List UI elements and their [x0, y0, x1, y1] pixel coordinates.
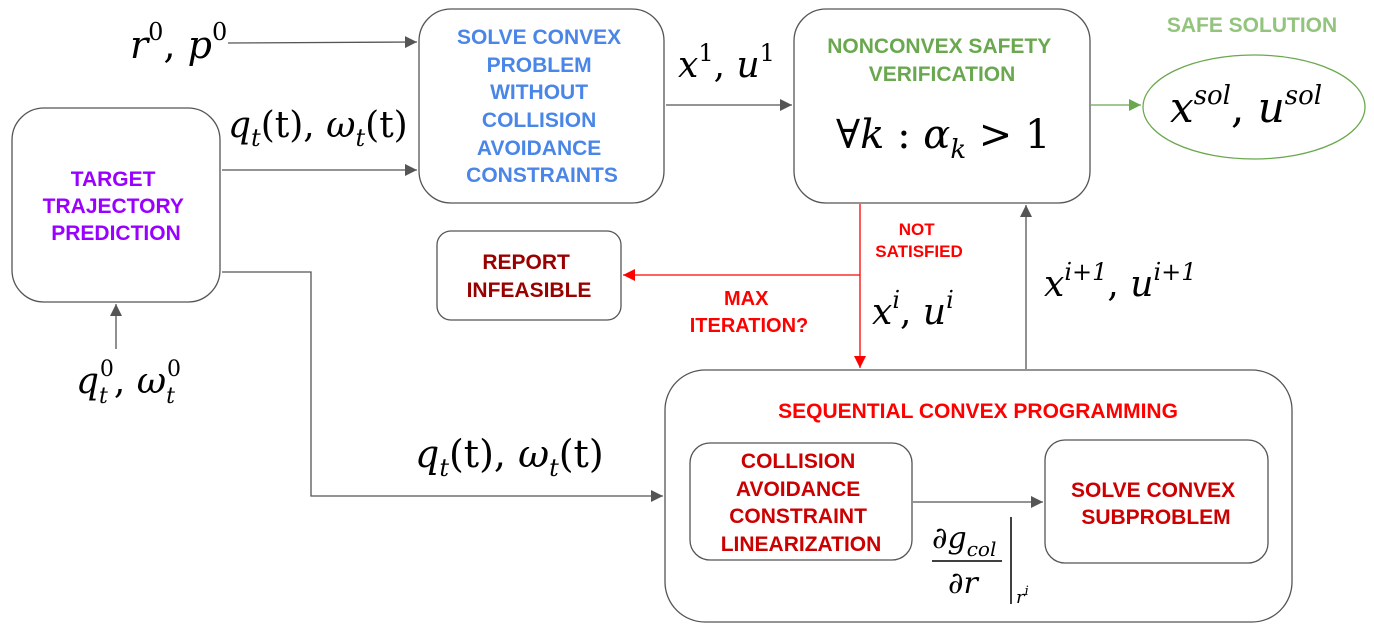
evaluation-point: ri — [1016, 584, 1029, 608]
safe-solution-title: SAFE SOLUTION — [1167, 14, 1337, 37]
forall-condition: ∀k : αk > 1 — [836, 112, 1050, 165]
report-infeasible-label: REPORT INFEASIBLE — [467, 251, 592, 302]
xi1-ui1-label: xi+1, ui+1 — [1044, 258, 1197, 305]
max-iteration-label: MAX ITERATION? — [690, 288, 809, 337]
q-omega-top-label: qt(t), ωt(t) — [228, 105, 408, 152]
report-infeasible-box — [436, 230, 622, 321]
nonconvex-label: NONCONVEX SAFETY VERIFICATION — [827, 35, 1057, 86]
q-omega-bottom-label: qt(t), ωt(t) — [415, 432, 604, 482]
linearization-box — [689, 442, 913, 561]
linearization-label: COLLISION AVOIDANCE CONSTRAINT LINEARIZA… — [721, 450, 882, 556]
x1-u1-label: x1, u1 — [678, 39, 775, 86]
partial-numerator: ∂gcol — [932, 521, 996, 561]
partial-denominator: ∂r — [948, 566, 980, 601]
q0-omega0-label: qt0, ωt0 — [76, 357, 181, 409]
not-satisfied-label: NOT SATISFIED — [875, 220, 963, 261]
target-box-label: TARGET TRAJECTORY PREDICTION — [43, 168, 190, 245]
nonconvex-verification-box — [793, 8, 1091, 204]
partial-derivative: ∂gcol ∂r ri — [932, 517, 1029, 608]
safe-solution-ellipse — [1142, 54, 1366, 160]
xi-ui-label: xi, ui — [872, 286, 954, 333]
target-trajectory-box — [11, 107, 221, 303]
subproblem-box — [1044, 439, 1269, 564]
subproblem-label: SOLVE CONVEX SUBPROBLEM — [1071, 479, 1241, 529]
solve-convex-label: SOLVE CONVEX PROBLEM WITHOUT COLLISION A… — [457, 26, 627, 187]
r0-p0-label: r0, p0 — [130, 18, 227, 67]
arrow-r0p0-to-solve — [227, 36, 418, 49]
arrow-target-to-scp — [222, 271, 663, 502]
xsol-usol-label: xsol, usol — [1170, 81, 1322, 132]
solve-convex-box — [418, 8, 665, 204]
scp-title: SEQUENTIAL CONVEX PROGRAMMING — [778, 400, 1178, 423]
